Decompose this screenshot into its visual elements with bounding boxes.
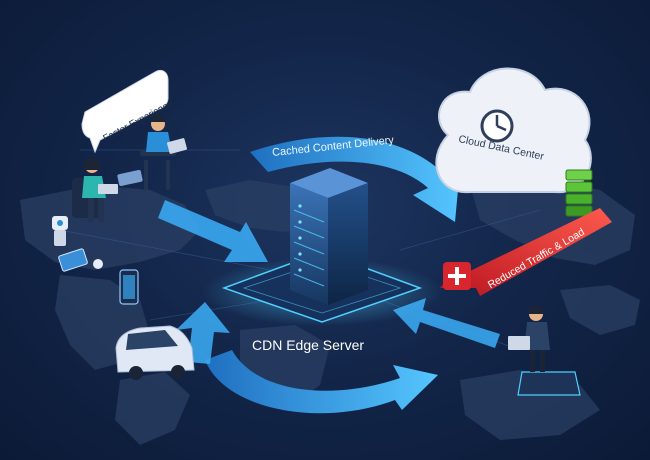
clock-icon [480, 109, 514, 143]
cdn-server-label: CDN Edge Server [252, 337, 364, 353]
car-icon [115, 325, 195, 380]
smartphone-icon [119, 269, 139, 305]
inbound-arrow-left [158, 200, 268, 262]
cached-delivery-arrow [250, 136, 460, 222]
server-icon [290, 168, 368, 305]
robot-icon [52, 216, 68, 246]
laptop-user-icon [508, 306, 581, 396]
tablet-icon [58, 248, 88, 272]
laptop-user-icon [140, 115, 188, 190]
speaker-icon [93, 259, 103, 269]
laptop-icon [117, 170, 143, 186]
up-arrow-left [176, 302, 230, 364]
faster-experience-bubble [81, 69, 169, 154]
plus-icon [443, 262, 471, 290]
world-map [20, 178, 640, 445]
cloud-icon [435, 67, 592, 194]
server-stack-icon [565, 169, 593, 217]
return-loop-arrow [205, 350, 438, 414]
reduced-traffic-arrow [440, 208, 612, 296]
laptop-user-icon [72, 158, 118, 222]
